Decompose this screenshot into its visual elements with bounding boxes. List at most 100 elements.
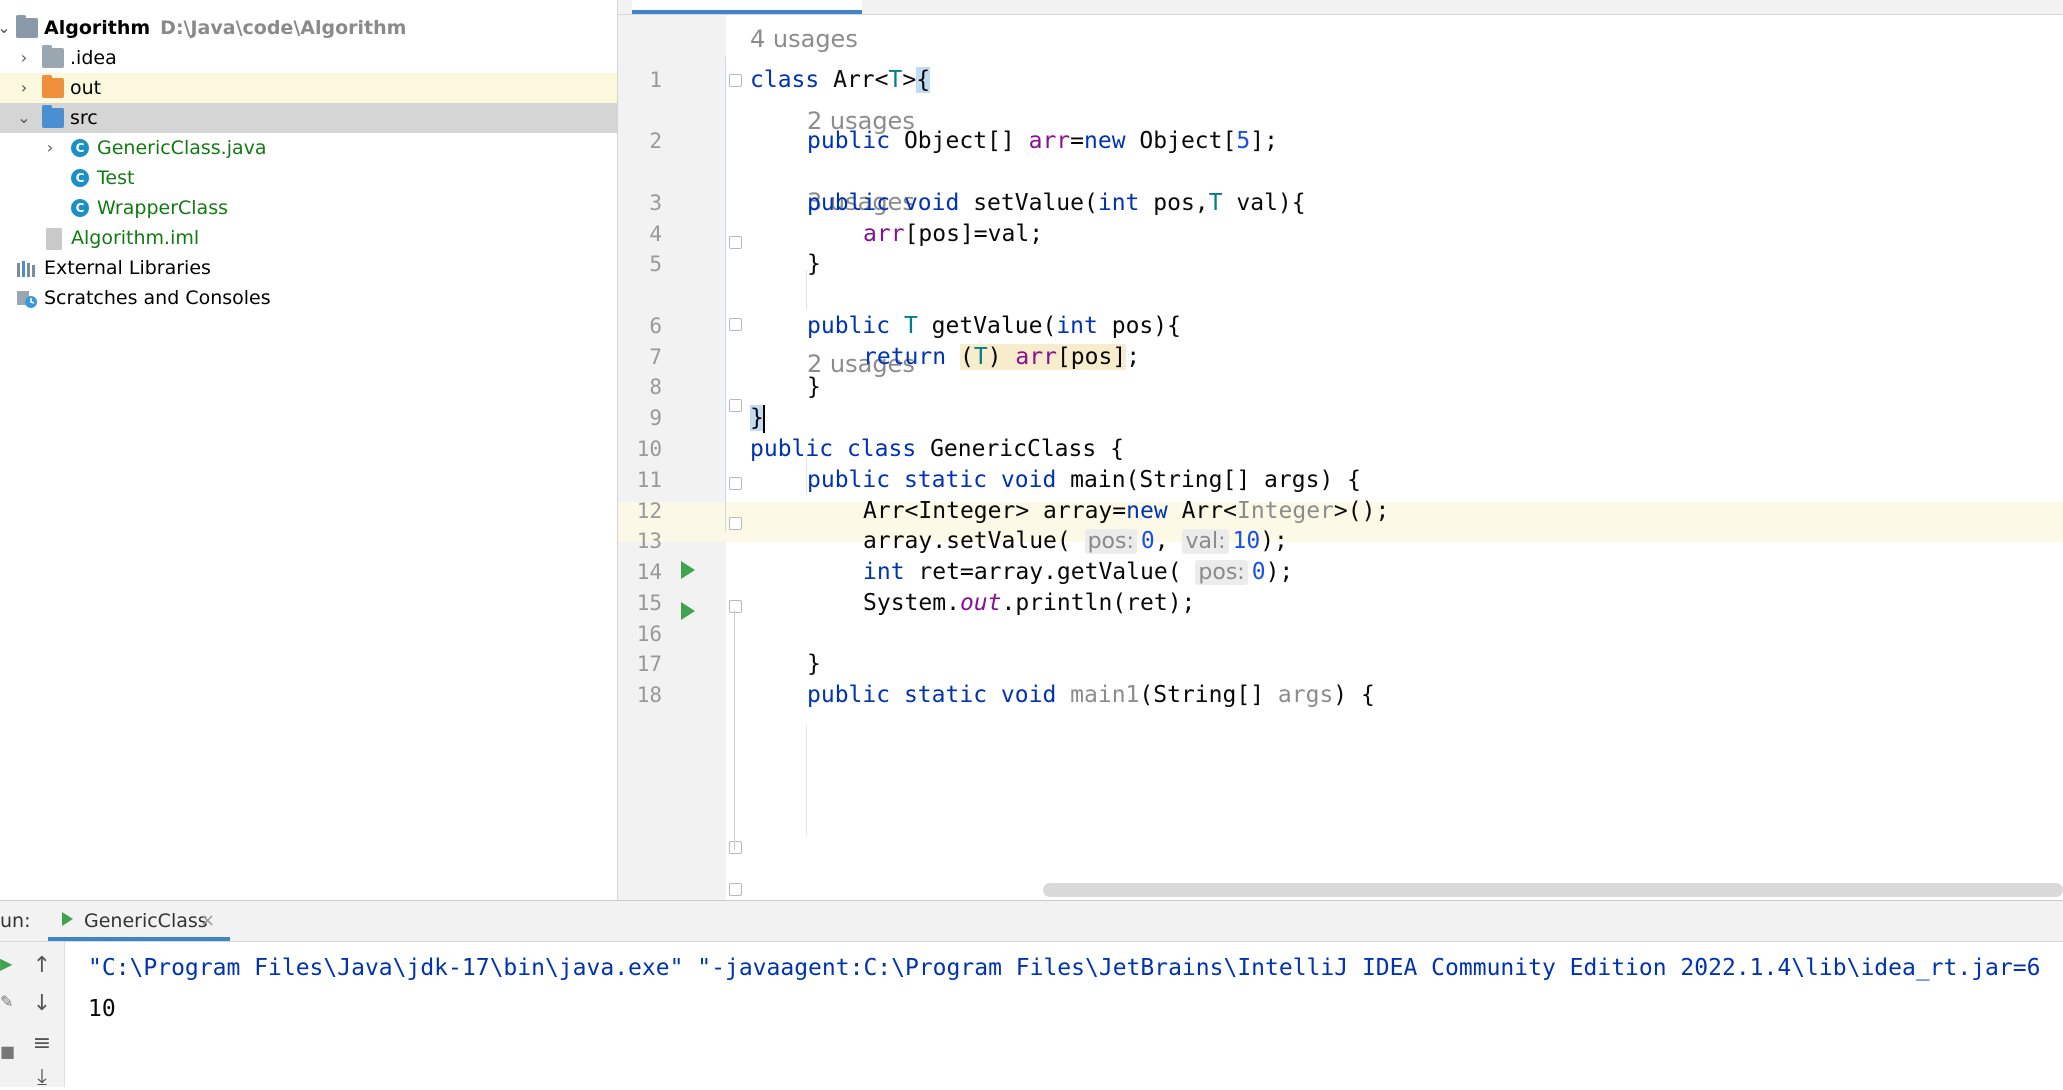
tree-label-test: Test: [97, 167, 135, 189]
param-hint: pos:: [1084, 529, 1137, 554]
code-line-10: public class GenericClass {: [750, 436, 1124, 462]
chevron-right-icon[interactable]: ›: [20, 48, 28, 67]
scroll-to-end-icon[interactable]: ⤓: [37, 1065, 47, 1090]
line-number: 2: [649, 129, 662, 153]
java-class-icon: C: [71, 199, 89, 217]
wrench-icon[interactable]: ✎: [0, 992, 14, 1011]
code-line-17: }: [807, 651, 821, 677]
tree-row-out[interactable]: › out: [0, 73, 617, 103]
line-number: 9: [649, 406, 662, 430]
tree-row-iml[interactable]: Algorithm.iml: [0, 223, 617, 253]
arrow-up-icon[interactable]: ↑: [32, 953, 52, 978]
code-line-2: public Object[] arr=new Object[5];: [807, 128, 1278, 154]
tree-label-genericclass: GenericClass.java: [97, 137, 267, 159]
console-command-line: "C:\Program Files\Java\jdk-17\bin\java.e…: [88, 955, 2041, 981]
fold-range-line: [734, 610, 735, 850]
usages-hint[interactable]: 4 usages: [750, 25, 858, 53]
code-line-8: }: [807, 374, 821, 400]
editor-tab-bar: [618, 0, 2063, 15]
code-line-5: }: [807, 251, 821, 277]
chevron-right-icon[interactable]: ›: [20, 78, 28, 97]
line-number: 12: [636, 499, 662, 523]
line-number: 5: [649, 252, 662, 276]
fold-range-line: [725, 57, 726, 531]
project-root-name: Algorithm: [44, 17, 151, 39]
fold-icon[interactable]: [729, 477, 742, 490]
arrow-down-icon[interactable]: ↓: [32, 991, 52, 1016]
fold-icon[interactable]: [729, 883, 742, 896]
module-folder-icon: [16, 15, 38, 38]
line-number: 13: [636, 529, 662, 553]
run-icon[interactable]: [681, 602, 695, 620]
fold-icon[interactable]: [729, 517, 742, 530]
rerun-icon[interactable]: ▶: [0, 954, 13, 973]
indent-guide: [806, 455, 807, 495]
stop-icon[interactable]: ■: [0, 1042, 16, 1061]
folder-icon: [42, 45, 64, 68]
indent-guide: [806, 270, 807, 310]
tree-row-genericclass[interactable]: › C GenericClass.java: [0, 133, 617, 163]
tree-label-src: src: [70, 107, 98, 129]
tree-row-scratches[interactable]: Scratches and Consoles: [0, 283, 617, 313]
run-toolbar: ▶ ↑ ✎ ↓ ≡ ■ ⤓: [0, 942, 65, 1090]
run-config-icon: [62, 912, 73, 926]
fold-icon[interactable]: [729, 600, 742, 613]
close-icon[interactable]: ×: [200, 910, 216, 931]
current-line-gutter-highlight: [618, 502, 726, 542]
code-line-11: public static void main(String[] args) {: [807, 467, 1361, 493]
tree-row-external-libraries[interactable]: External Libraries: [0, 253, 617, 283]
line-number: 7: [649, 345, 662, 369]
tree-label-idea: .idea: [70, 47, 117, 69]
fold-icon[interactable]: [729, 318, 742, 331]
text-caret: [762, 404, 765, 433]
code-line-13: array.setValue( pos:0, val:10);: [863, 528, 1288, 554]
current-line-highlight: [726, 502, 2063, 542]
module-file-icon: [46, 228, 62, 250]
excluded-folder-icon: [42, 75, 64, 98]
fold-icon[interactable]: [729, 841, 742, 854]
code-line-4: arr[pos]=val;: [863, 221, 1044, 247]
horizontal-scrollbar[interactable]: [1043, 883, 2063, 897]
run-icon[interactable]: [681, 561, 695, 579]
run-panel: un: GenericClass × ▶ ↑ ✎ ↓ ≡ ■ ⤓ "C:\Pro…: [0, 900, 2063, 1090]
tree-row-idea[interactable]: › .idea: [0, 43, 617, 73]
code-line-18: public static void main1(String[] args) …: [807, 682, 1375, 708]
indent-guide: [806, 725, 807, 835]
line-number: 15: [636, 591, 662, 615]
tree-label-scratches: Scratches and Consoles: [44, 287, 271, 309]
tree-row-src[interactable]: ⌄ src: [0, 103, 617, 133]
chevron-right-icon[interactable]: ›: [46, 138, 54, 157]
run-panel-label: un:: [0, 910, 31, 932]
fold-icon[interactable]: [729, 236, 742, 249]
line-number: 18: [636, 683, 662, 707]
usages-hint[interactable]: 2 usages: [807, 107, 915, 135]
fold-icon[interactable]: [729, 399, 742, 412]
tree-row-wrapperclass[interactable]: C WrapperClass: [0, 193, 617, 223]
usages-hint[interactable]: 3 usages: [807, 188, 915, 216]
tree-row-test[interactable]: C Test: [0, 163, 617, 193]
code-line-7: return (T) arr[pos];: [863, 344, 1141, 370]
line-number: 8: [649, 375, 662, 399]
tab-genericclass[interactable]: [632, 0, 862, 14]
code-editor[interactable]: 4 usages 2 usages 3 usages 2 usages clas…: [726, 15, 2063, 900]
chevron-down-icon[interactable]: ⌄: [0, 13, 14, 43]
console-output-line: 10: [88, 996, 116, 1022]
usages-hint[interactable]: 2 usages: [807, 350, 915, 378]
line-number: 16: [636, 622, 662, 646]
code-line-15: System.out.println(ret);: [863, 590, 1196, 616]
run-panel-header: un: GenericClass ×: [0, 901, 2063, 942]
chevron-down-icon[interactable]: ⌄: [17, 108, 31, 127]
line-number: 14: [636, 560, 662, 584]
line-number: 6: [649, 314, 662, 338]
code-line-1: class Arr<T>{: [750, 67, 931, 93]
line-number: 17: [636, 652, 662, 676]
java-class-icon: C: [71, 169, 89, 187]
code-line-3: public void setValue(int pos,T val){: [807, 190, 1306, 216]
source-folder-icon: [42, 105, 64, 128]
run-tab-genericclass[interactable]: GenericClass ×: [48, 901, 230, 941]
fold-icon[interactable]: [729, 74, 742, 87]
soft-wrap-icon[interactable]: ≡: [32, 1031, 52, 1056]
library-icon: [16, 258, 38, 278]
